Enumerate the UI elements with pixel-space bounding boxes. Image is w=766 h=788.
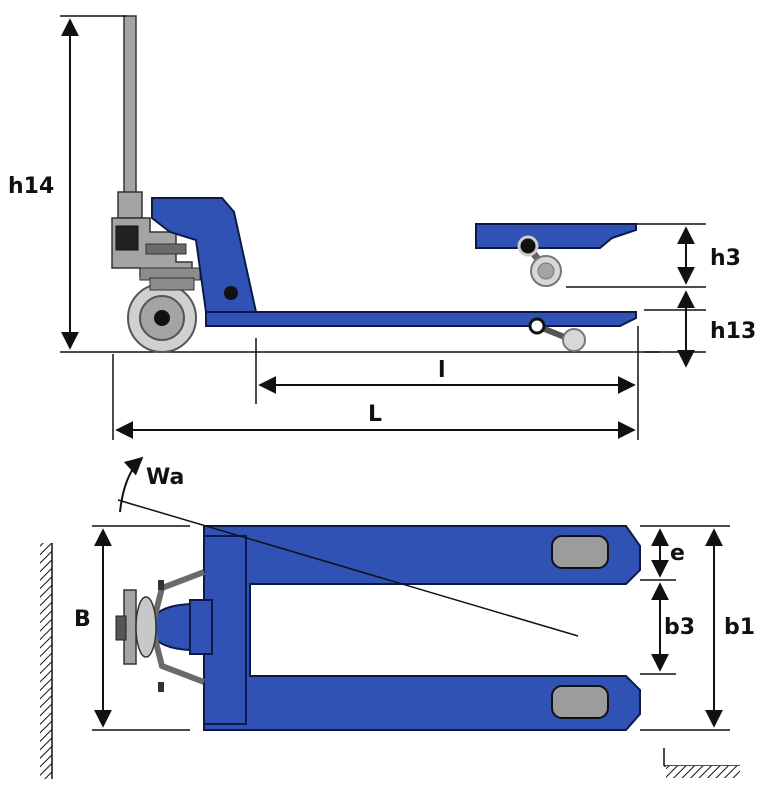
pump-block [115,225,139,251]
h3-label: h3 [710,246,741,271]
steer-wheel-hub [154,310,170,326]
wall-hatch-bottom [666,766,740,778]
wheel-fork [149,277,195,291]
wa-radius-line [117,499,579,637]
wa-arc [119,456,144,513]
top-frame [203,525,641,731]
handle-collar [117,191,143,219]
top-wheel-hub [115,615,127,641]
fork-raised [475,223,637,249]
h14-label: h14 [8,174,54,199]
side-view: h14 h3 h13 l L [8,15,756,440]
h13-label: h13 [710,319,756,344]
raised-load-roller-hub [537,262,555,280]
top-pump-bar-upper [158,580,164,590]
roller-pad-top [551,535,609,569]
chassis-pivot [224,286,238,300]
load-roller [562,328,586,352]
L-label: L [368,402,382,427]
top-frame-bevel [204,535,247,725]
top-neck [189,599,213,655]
fork-lowered [205,311,637,327]
b3-label: b3 [664,615,695,640]
handle-shaft [123,15,137,207]
top-pump-bar-lower [158,682,164,692]
l-label: l [438,358,446,383]
e-label: e [670,541,685,566]
b1-label: b1 [724,615,755,640]
raised-roller-pivot [517,235,539,257]
wall-hatch-left [40,543,52,779]
B-label: B [74,607,91,632]
wa-label: Wa [146,465,184,490]
roller-pad-bottom [551,685,609,719]
roller-pivot [528,317,546,335]
pump-rod [145,243,187,255]
top-pump-head [135,596,157,658]
top-view: Wa B e b3 b1 [40,456,755,779]
